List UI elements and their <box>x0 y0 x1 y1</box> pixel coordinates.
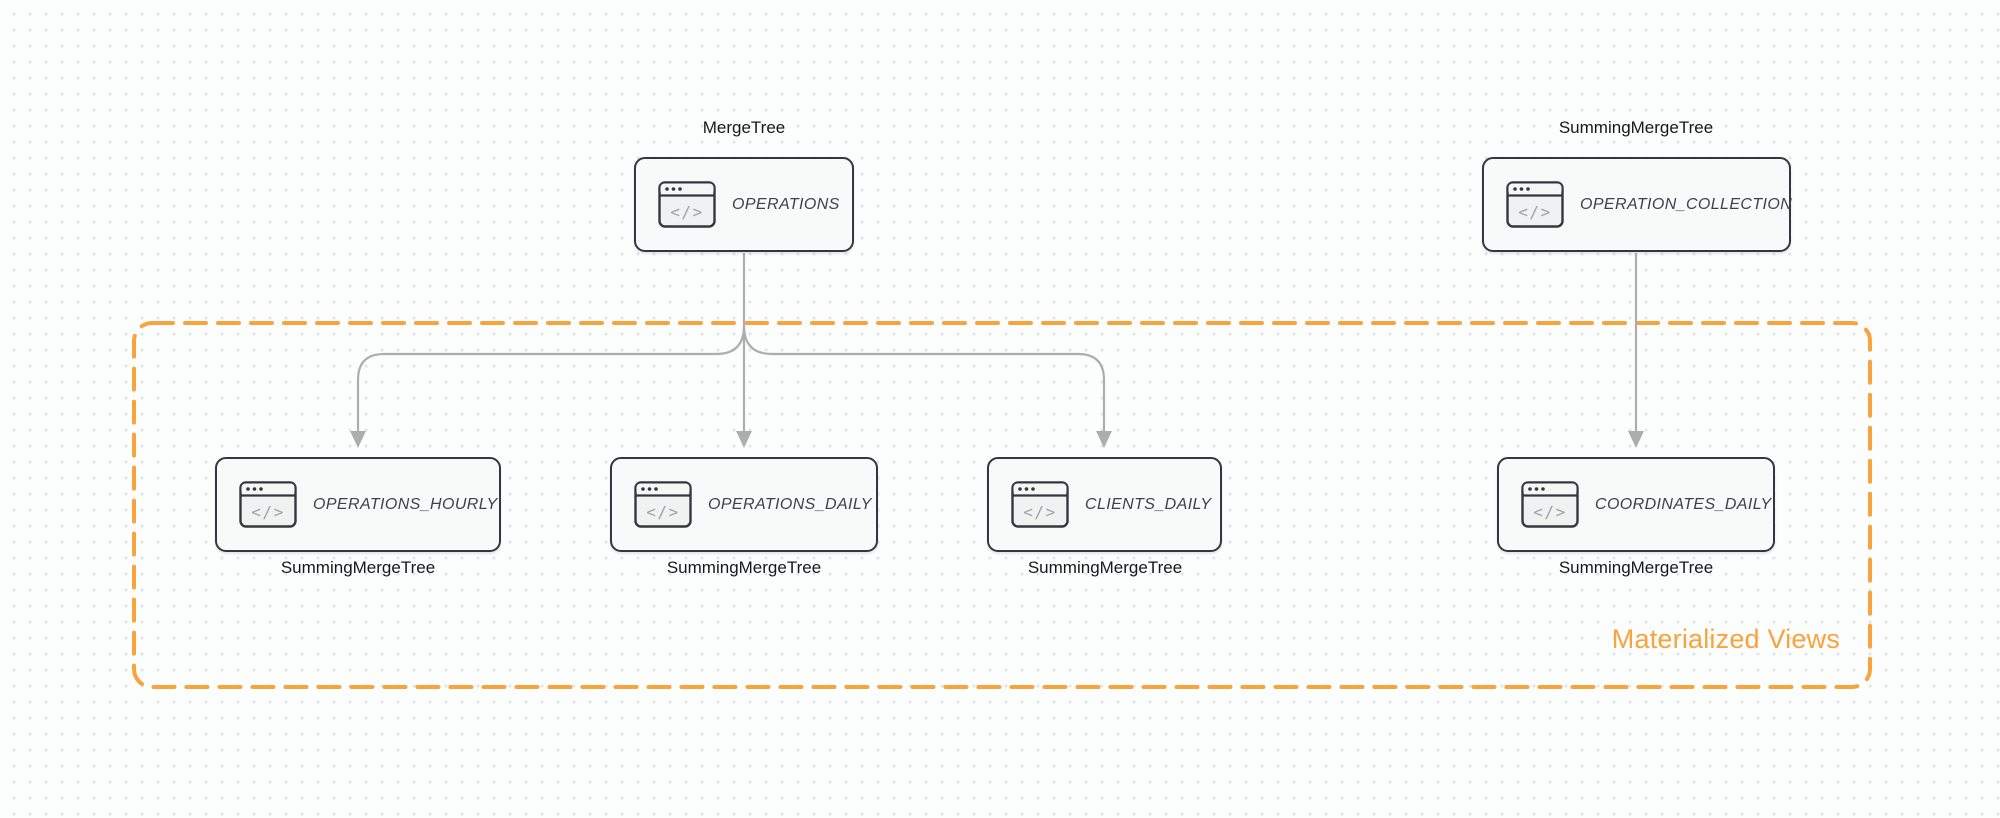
code-glyph: </> <box>1518 203 1551 222</box>
node-operations-hourly[interactable]: </> OPERATIONS_HOURLY <box>215 457 501 552</box>
edge-operations-to-operations-hourly <box>356 325 746 431</box>
node-title: OPERATIONS_HOURLY <box>313 495 498 513</box>
materialized-views-caption: Materialized Views <box>1611 624 1840 654</box>
engine-label-coordinates-daily: SummingMergeTree <box>1558 558 1714 577</box>
arrowhead-clients-daily <box>1096 431 1112 448</box>
node-title: OPERATIONS_DAILY <box>708 495 872 513</box>
edge-operations-to-clients-daily <box>742 325 1106 431</box>
node-title: OPERATIONS <box>732 195 840 213</box>
engine-label-clients-daily: SummingMergeTree <box>1027 558 1183 577</box>
code-window-icon: </> <box>1011 481 1069 528</box>
engine-label-operations-hourly: SummingMergeTree <box>280 558 436 577</box>
node-clients-daily[interactable]: </> CLIENTS_DAILY <box>987 457 1222 552</box>
node-title: OPERATION_COLLECTION <box>1580 195 1793 213</box>
node-title: CLIENTS_DAILY <box>1085 495 1212 513</box>
code-glyph: </> <box>646 503 679 522</box>
code-window-icon: </> <box>634 481 692 528</box>
code-glyph: </> <box>251 503 284 522</box>
engine-label-operations-daily: SummingMergeTree <box>666 558 822 577</box>
code-window-icon: </> <box>1521 481 1579 528</box>
node-coordinates-daily[interactable]: </> COORDINATES_DAILY <box>1497 457 1775 552</box>
engine-label-operation-collection: SummingMergeTree <box>1558 118 1714 137</box>
arrowhead-coordinates-daily <box>1628 431 1644 448</box>
code-glyph: </> <box>1533 503 1566 522</box>
node-title: COORDINATES_DAILY <box>1595 495 1772 513</box>
code-window-icon: </> <box>1506 181 1564 228</box>
node-operations[interactable]: </> OPERATIONS <box>634 157 854 252</box>
code-glyph: </> <box>1023 503 1056 522</box>
arrowhead-operations-hourly <box>350 431 366 448</box>
node-operation-collection[interactable]: </> OPERATION_COLLECTION <box>1482 157 1793 252</box>
code-glyph: </> <box>670 203 703 222</box>
code-window-icon: </> <box>658 181 716 228</box>
arrowhead-operations-daily <box>736 431 752 448</box>
code-window-icon: </> <box>239 481 297 528</box>
engine-label-operations: MergeTree <box>702 118 786 137</box>
node-operations-daily[interactable]: </> OPERATIONS_DAILY <box>610 457 878 552</box>
